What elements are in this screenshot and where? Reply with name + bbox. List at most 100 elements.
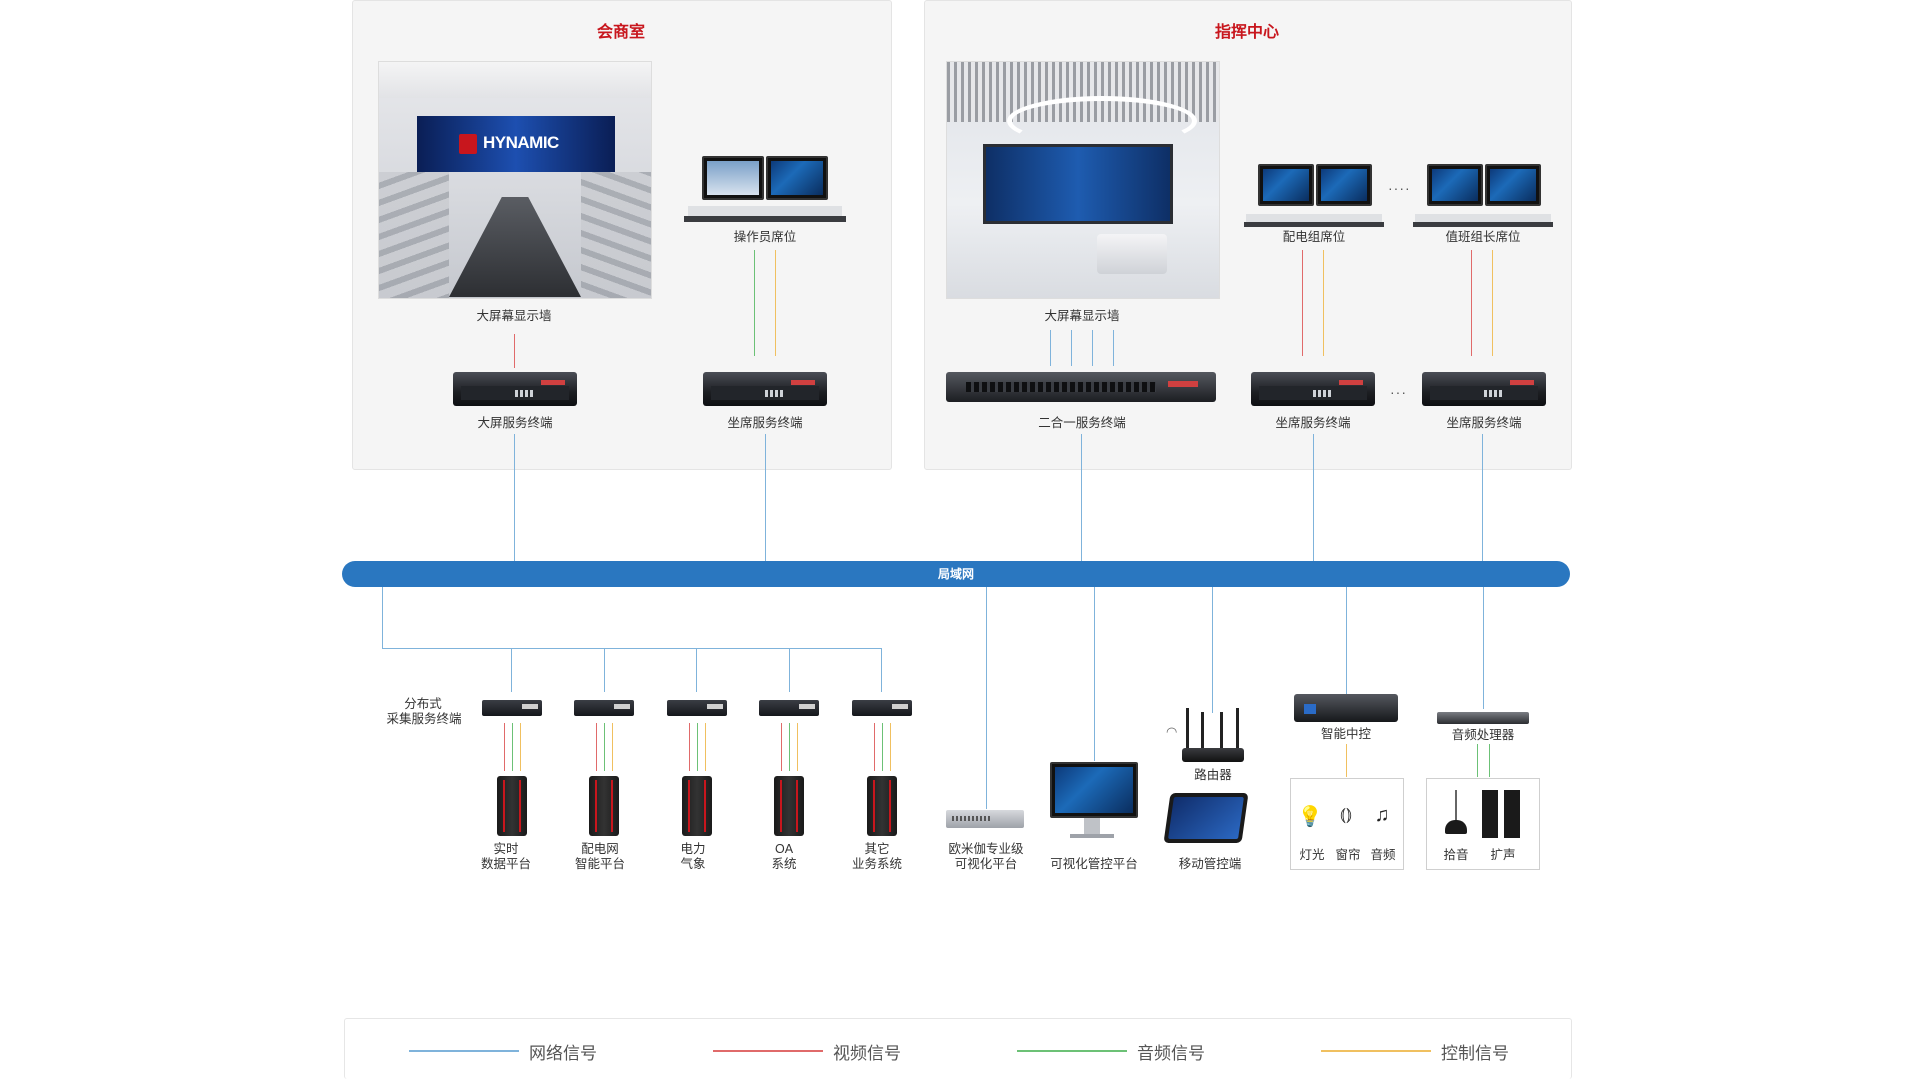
wall-feed-line-1 [1050, 330, 1051, 366]
src1-video [504, 723, 505, 771]
distribution-seat-desk [1244, 162, 1384, 228]
terminal-ellipsis: ··· [1390, 384, 1407, 400]
operator-monitor-2 [766, 156, 828, 200]
combo-service-terminal [946, 372, 1216, 402]
collect-label-line2: 采集服务终端 [386, 712, 462, 726]
net-drop-collector-5 [881, 648, 882, 692]
source-pc-5 [867, 776, 897, 836]
console-desk [1097, 234, 1167, 274]
router-body [1182, 748, 1244, 762]
legend-line-control [1321, 1050, 1431, 1052]
chairs-left [379, 172, 449, 298]
light-label: 灯光 [1299, 848, 1325, 862]
wall-feed-line-3 [1092, 330, 1093, 366]
meeting-room-title: 会商室 [596, 24, 645, 41]
legend-line-network [409, 1050, 519, 1052]
router-antenna-3 [1220, 712, 1223, 758]
desk-top [688, 206, 842, 216]
src2-control [612, 723, 613, 771]
command-seat-terminal-1 [1251, 372, 1375, 406]
speaker-label: 扩声 [1490, 848, 1516, 862]
lan-bus: 局域网 [342, 561, 1570, 587]
audio-signal-line [754, 250, 755, 356]
net-line-smart-ctrl [1346, 587, 1347, 695]
smart-ctrl-devices-box [1290, 778, 1404, 870]
smart-ctrl-label: 智能中控 [1320, 727, 1371, 741]
collector-terminal-3 [667, 700, 727, 716]
src4-video [781, 723, 782, 771]
control-video-wall [983, 144, 1173, 224]
router-antenna-1 [1186, 708, 1189, 758]
shiftlead-seat-desk [1413, 162, 1553, 228]
wall-logo-text: HYNAMIC [483, 133, 559, 152]
shiftlead-seat-label: 值班组长席位 [1445, 230, 1521, 244]
bigscreen-service-terminal [453, 372, 577, 406]
audio-proc-line-2 [1489, 744, 1490, 777]
dist-video-line [1302, 250, 1303, 356]
monitor-base [1070, 834, 1114, 838]
signal-legend: 网络信号 视频信号 音频信号 控制信号 [344, 1018, 1572, 1079]
operator-desk [684, 154, 846, 226]
src3-control [705, 723, 706, 771]
command-seat-terminal-2-label: 坐席服务终端 [1446, 416, 1522, 430]
smart-ctrl-control-line [1346, 744, 1347, 777]
net-drop-collector-4 [789, 648, 790, 692]
monitor-stand [1084, 818, 1100, 834]
router-label: 路由器 [1194, 768, 1232, 782]
legend-label-network: 网络信号 [529, 1044, 597, 1063]
chairs-right [581, 172, 651, 298]
bigscreen-terminal-label: 大屏服务终端 [477, 416, 553, 430]
control-platform-monitor [1050, 762, 1138, 818]
net-drop-collector-3 [696, 648, 697, 692]
legend-label-audio: 音频信号 [1137, 1044, 1205, 1063]
meeting-wall-label: 大屏幕显示墙 [476, 309, 552, 323]
meeting-seat-service-terminal [703, 372, 827, 406]
source-2-label-l1: 配电网 [581, 842, 619, 856]
net-line-cmd-seat-2 [1482, 434, 1483, 562]
source-pc-1 [497, 776, 527, 836]
smart-ctrl-device [1294, 694, 1398, 722]
ceiling-ring [1007, 96, 1197, 146]
combo-terminal-label: 二合一服务终端 [1038, 416, 1126, 430]
dist-control-line [1323, 250, 1324, 356]
command-seat-terminal-2 [1422, 372, 1546, 406]
legend-label-video: 视频信号 [833, 1044, 901, 1063]
video-signal-line [514, 334, 515, 368]
src2-video [596, 723, 597, 771]
src4-control [797, 723, 798, 771]
command-center-title: 指挥中心 [1214, 24, 1279, 41]
audio-proc-line-1 [1477, 744, 1478, 777]
control-platform-label: 可视化管控平台 [1050, 857, 1138, 871]
source-2-label-l2: 智能平台 [574, 857, 625, 871]
router-antenna-2 [1201, 712, 1204, 758]
net-line-omega [986, 587, 987, 809]
omega-label-l1: 欧米伽专业级 [948, 842, 1024, 856]
legend-label-control: 控制信号 [1441, 1044, 1509, 1063]
net-line-bigscreen [514, 434, 515, 562]
lead-monitor-2 [1485, 164, 1541, 206]
net-line-meeting-seat [765, 434, 766, 562]
source-pc-3 [682, 776, 712, 836]
wall-feed-line-4 [1113, 330, 1114, 366]
src4-audio [789, 723, 790, 771]
src1-audio [512, 723, 513, 771]
dist-monitor-2 [1316, 164, 1372, 206]
audio-proc-label: 音频处理器 [1451, 728, 1515, 742]
net-line-control-platform [1094, 587, 1095, 761]
source-4-label-l2: 系统 [771, 857, 797, 871]
command-wall-label: 大屏幕显示墙 [1044, 309, 1120, 323]
source-3-label-l1: 电力 [680, 842, 706, 856]
src2-audio [604, 723, 605, 771]
source-5-label-l1: 其它 [864, 842, 890, 856]
omega-label-l2: 可视化平台 [954, 857, 1018, 871]
light-bulb-icon: 💡 [1297, 806, 1323, 828]
ceiling [379, 62, 651, 98]
dist-monitor-1 [1258, 164, 1314, 206]
net-line-cmd-seat-1 [1313, 434, 1314, 562]
src5-audio [882, 723, 883, 771]
source-1-label-l2: 数据平台 [480, 857, 531, 871]
net-line-router [1212, 587, 1213, 713]
net-drop-collector-1 [511, 648, 512, 692]
conference-table [449, 197, 581, 297]
lead-control-line [1492, 250, 1493, 356]
